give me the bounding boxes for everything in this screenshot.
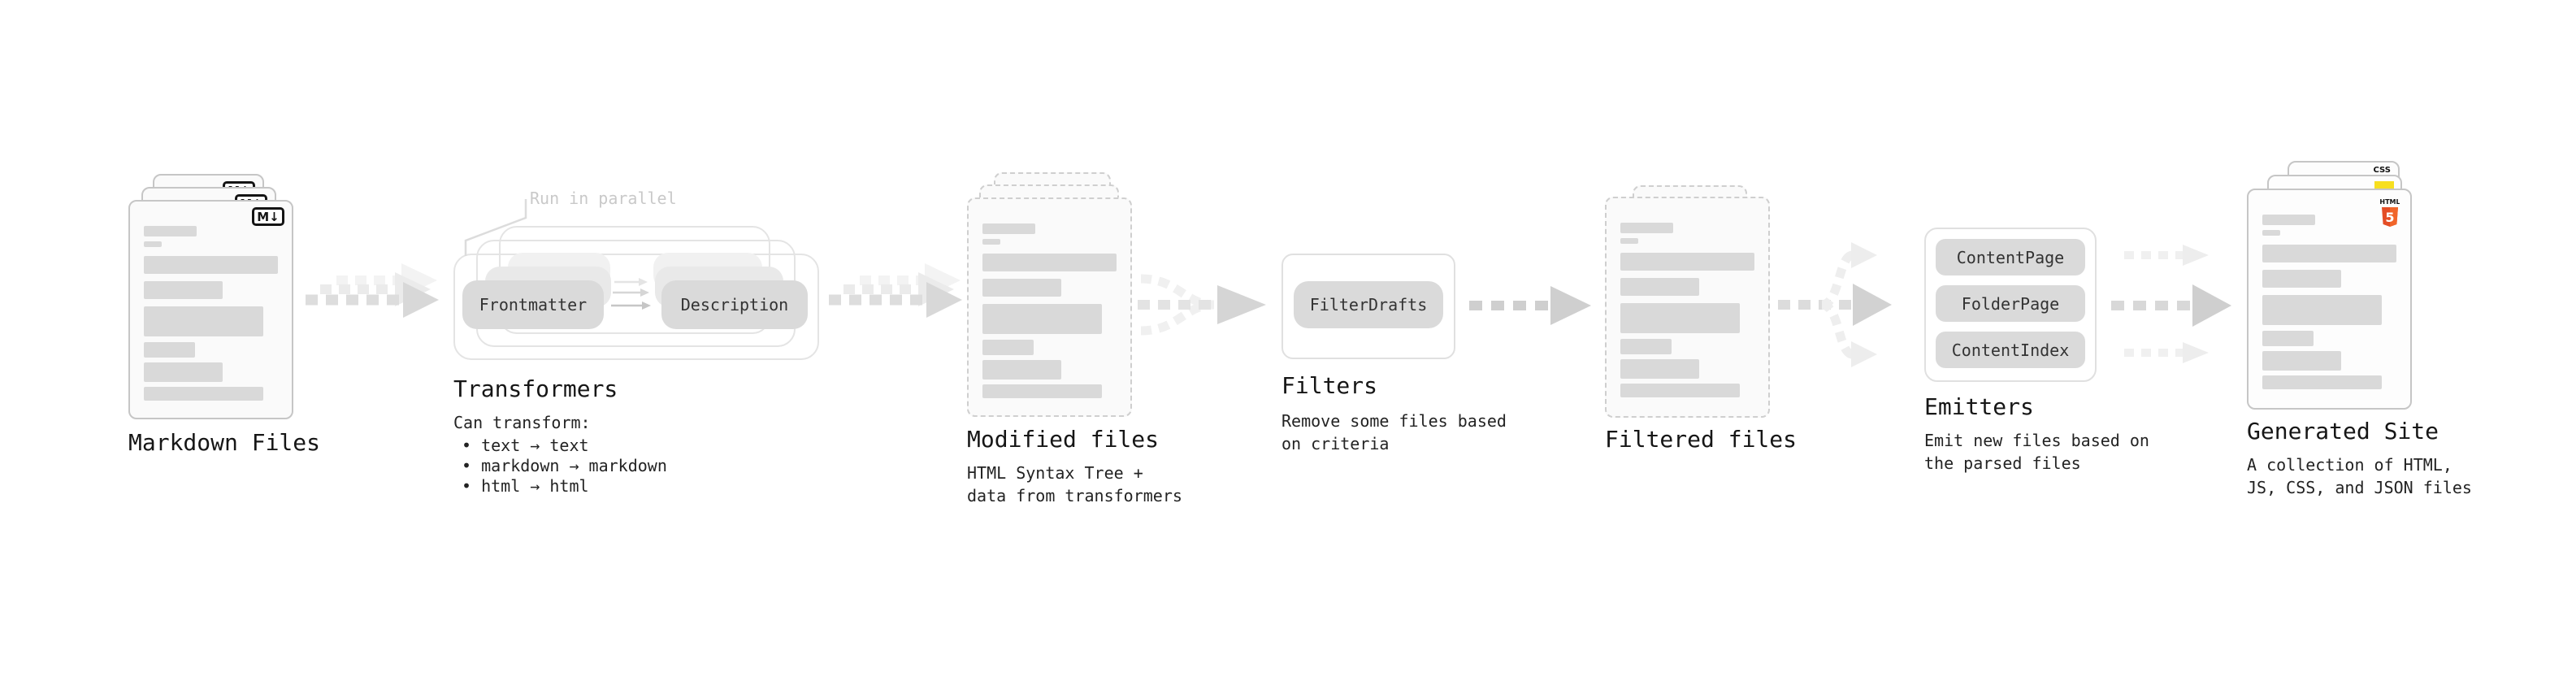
parallel-transform-arrows-icon <box>611 278 651 310</box>
contentindex-pill-label: ContentIndex <box>1951 340 2070 360</box>
generated-doc-html: HTML 5 <box>2247 189 2412 410</box>
flow-arrow-files-to-transformers-icon <box>306 263 439 318</box>
transformers-desc-title: Can transform: <box>453 413 591 432</box>
stage-label-markdown-files: Markdown Files <box>128 429 321 456</box>
stage-label-generated-site: Generated Site <box>2247 418 2439 445</box>
flow-arrow-converge-to-filters-icon <box>1138 274 1266 336</box>
emitters-desc: Emit new files based on the parsed files <box>1924 429 2149 475</box>
desc-line: the parsed files <box>1924 453 2081 473</box>
stage-label-transformers: Transformers <box>453 375 618 402</box>
doc-placeholder-lines <box>982 223 1117 398</box>
flow-arrow-diverge-to-emitters-icon <box>1778 242 1892 367</box>
bullet-item: • html → html <box>462 476 589 496</box>
bullet-item: • text → text <box>462 436 589 455</box>
modified-doc-front <box>967 197 1132 417</box>
html5-icon: HTML 5 <box>2380 198 2400 227</box>
stage-label-modified-files: Modified files <box>967 426 1160 453</box>
css-badge-text: CSS <box>2373 166 2391 175</box>
desc-line: JS, CSS, and JSON files <box>2247 478 2472 497</box>
run-in-parallel-leader-line <box>464 199 527 256</box>
doc-placeholder-lines <box>144 226 278 401</box>
doc-placeholder-lines <box>1620 223 1754 397</box>
modified-files-desc: HTML Syntax Tree + data from transformer… <box>967 462 1182 507</box>
description-pill-label: Description <box>680 295 789 314</box>
flow-arrow-filters-to-filtered-icon <box>1469 286 1591 325</box>
description-pill: Description <box>661 280 808 329</box>
markdown-badge-text: M↓ <box>257 209 280 224</box>
svg-text:5: 5 <box>2385 210 2394 225</box>
folderpage-pill-label: FolderPage <box>1961 293 2060 314</box>
flow-arrows-emitters-to-site-icon <box>2111 245 2231 363</box>
desc-line: data from transformers <box>967 486 1182 505</box>
desc-line: Emit new files based on <box>1924 431 2149 450</box>
filtered-doc-front <box>1605 197 1770 418</box>
markdown-icon: M↓ <box>252 207 284 226</box>
filterdrafts-pill-label: FilterDrafts <box>1309 295 1428 314</box>
contentpage-pill: ContentPage <box>1936 239 2085 275</box>
desc-line: on criteria <box>1281 434 1390 453</box>
stage-label-filtered-files: Filtered files <box>1605 426 1798 453</box>
bullet-item: • markdown → markdown <box>462 456 667 475</box>
transformer-frame-front <box>453 254 819 360</box>
desc-line: Remove some files based <box>1281 411 1507 431</box>
markdown-doc-front: M↓ <box>128 200 293 419</box>
flow-arrow-transformers-to-modified-icon <box>829 263 962 318</box>
svg-text:HTML: HTML <box>2380 198 2400 206</box>
stage-label-emitters: Emitters <box>1924 393 2034 420</box>
filters-desc: Remove some files based on criteria <box>1281 410 1507 455</box>
run-in-parallel-annotation: Run in parallel <box>530 189 677 208</box>
frontmatter-pill-label: Frontmatter <box>479 295 588 314</box>
frontmatter-pill: Frontmatter <box>462 280 604 329</box>
folderpage-pill: FolderPage <box>1936 285 2085 322</box>
doc-placeholder-lines <box>2262 215 2396 389</box>
stage-label-filters: Filters <box>1281 372 1378 399</box>
desc-line: HTML Syntax Tree + <box>967 463 1143 483</box>
contentindex-pill: ContentIndex <box>1936 332 2085 368</box>
transformers-bullet-list: • text → text • markdown → markdown • ht… <box>462 436 667 497</box>
desc-line: A collection of HTML, <box>2247 455 2452 475</box>
contentpage-pill-label: ContentPage <box>1956 247 2065 267</box>
generated-site-desc: A collection of HTML, JS, CSS, and JSON … <box>2247 453 2472 499</box>
filterdrafts-pill: FilterDrafts <box>1294 281 1443 328</box>
